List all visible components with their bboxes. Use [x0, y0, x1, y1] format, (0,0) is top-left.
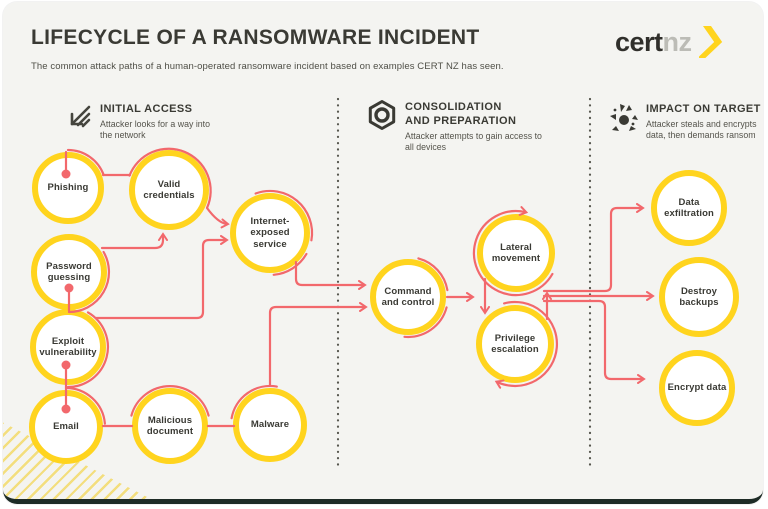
section-consolidation: CONSOLIDATION AND PREPARATION Attacker a… [366, 99, 566, 159]
edge-internet-exposed-command-control [294, 260, 367, 290]
node-lateral-movement: Lateral movement [477, 214, 555, 292]
node-destroy-backups: Destroy backups [659, 257, 739, 337]
section-description: Attacker looks for a way into the networ… [100, 119, 211, 141]
section-description: Attacker attempts to gain access to all … [405, 131, 542, 153]
node-malware: Malware [233, 388, 307, 462]
edge-password-guessing-valid-credentials [100, 232, 168, 250]
section-title: INITIAL ACCESS [100, 103, 193, 115]
logo-cert-text: cert [615, 26, 663, 57]
edge-to-data-exfiltration [542, 203, 645, 293]
node-exploit-vulnerability: Exploit vulnerability [30, 309, 106, 385]
impact-icon [610, 104, 638, 131]
page-subtitle: The common attack paths of a human-opera… [31, 61, 504, 72]
node-data-exfiltration: Data exfiltration [651, 170, 727, 246]
node-encrypt-data: Encrypt data [659, 350, 735, 426]
node-valid-credentials: Valid credentials [129, 150, 209, 230]
node-email: Email [29, 390, 103, 464]
logo-nz-text: nz [662, 26, 693, 57]
section-title: CONSOLIDATION AND PREPARATION [405, 101, 517, 127]
node-internet-exposed-service: Internet-exposed service [230, 193, 310, 273]
dart-icon [70, 105, 91, 128]
node-password-guessing: Password guessing [31, 234, 107, 310]
node-malicious-document: Malicious document [132, 388, 208, 464]
section-impact: IMPACT ON TARGET Attacker steals and enc… [607, 101, 763, 151]
hex-nut-icon [368, 100, 396, 130]
section-title: IMPACT ON TARGET [646, 103, 761, 115]
edge-malware-command-control [268, 302, 368, 388]
edge-exploit-internet-exposed [94, 235, 229, 320]
page-title: LIFECYCLE OF A RANSOMWARE INCIDENT [31, 26, 480, 49]
edge-valid-credentials-internet-exposed [205, 206, 230, 229]
node-phishing: Phishing [32, 152, 104, 224]
chevron-icon [698, 26, 722, 58]
section-initial-access: INITIAL ACCESS Attacker looks for a way … [61, 101, 291, 147]
infographic-card: LIFECYCLE OF A RANSOMWARE INCIDENT The c… [3, 2, 763, 504]
node-privilege-escalation: Privilege escalation [476, 305, 554, 383]
diagram-wires [61, 97, 655, 472]
node-command-and-control: Command and control [370, 259, 446, 335]
edge-to-encrypt-data [542, 299, 646, 384]
section-description: Attacker steals and encrypts data, then … [646, 119, 757, 141]
